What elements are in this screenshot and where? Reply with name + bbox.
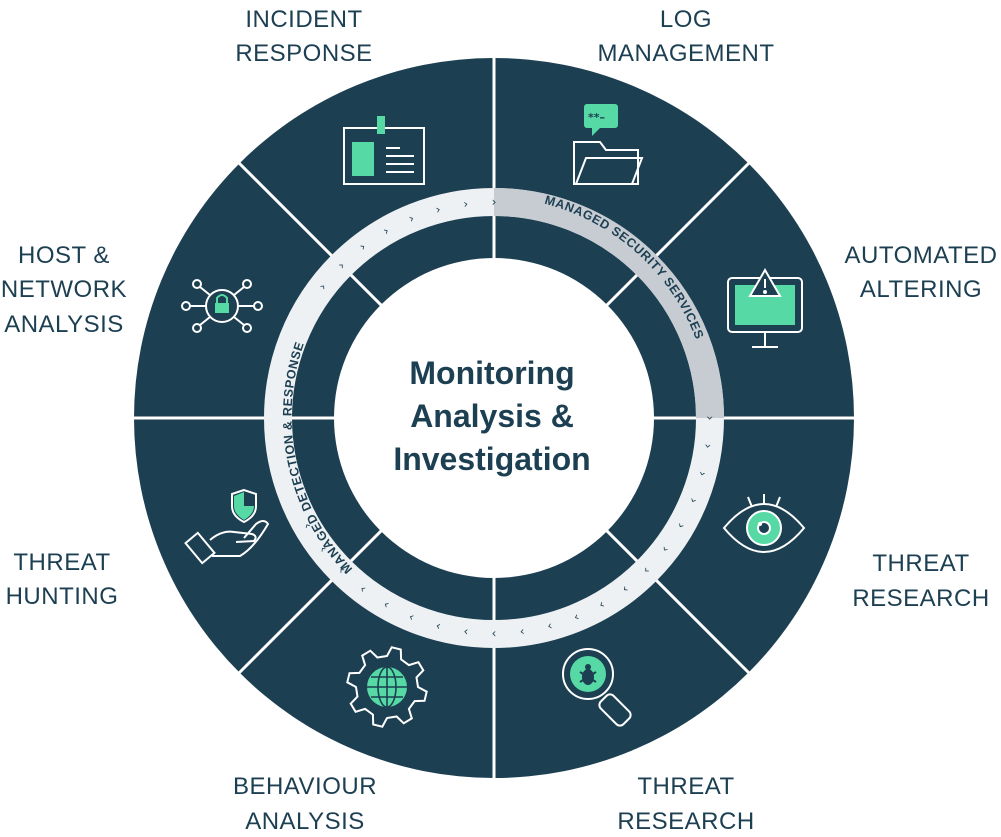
arrow-ring-highlight — [493, 188, 724, 419]
segment-label-threat-research-bottom: THREAT RESEARCH — [617, 773, 754, 835]
ring-chevron: › — [463, 197, 470, 212]
svg-text:RESPONSE: RESPONSE — [235, 40, 372, 67]
bug-magnifier-icon — [562, 648, 632, 727]
ring-chevron: › — [492, 627, 497, 641]
svg-text:THREAT: THREAT — [13, 549, 110, 576]
ring-chevron: › — [406, 211, 416, 226]
ring-chevron: › — [463, 625, 470, 640]
ring-chevron: › — [380, 224, 391, 239]
svg-text:LOG: LOG — [660, 6, 712, 33]
ring-chevron: › — [703, 416, 717, 421]
ring-chevron: › — [519, 625, 526, 640]
ring-chevron: › — [406, 610, 416, 625]
center-circle — [334, 258, 654, 578]
segment-label-host-network-analysis: HOST & NETWORK ANALYSIS — [1, 242, 127, 338]
folder-icon: **– — [573, 104, 644, 185]
ring-chevron: › — [674, 520, 689, 531]
hand-shield-icon — [184, 488, 270, 565]
ring-chevron: › — [434, 619, 442, 634]
ring-chevron: › — [546, 619, 554, 634]
segment-label-log-management: LOG MANAGEMENT — [597, 6, 774, 67]
svg-text:AUTOMATED: AUTOMATED — [845, 242, 998, 269]
segment-label-threat-hunting: THREAT HUNTING — [6, 549, 119, 610]
ring-chevron: › — [380, 598, 391, 613]
ring-chevron: › — [701, 443, 716, 450]
svg-text:**–: **– — [588, 111, 605, 124]
svg-text:BEHAVIOUR: BEHAVIOUR — [233, 773, 377, 800]
svg-text:THREAT: THREAT — [872, 550, 969, 577]
gear-globe-icon — [346, 646, 428, 728]
center-title-line2: Analysis & — [410, 398, 574, 434]
ring-chevron: › — [695, 470, 710, 478]
svg-text:MANAGEMENT: MANAGEMENT — [597, 40, 774, 67]
segment-label-threat-research-right: THREAT RESEARCH — [852, 550, 989, 612]
svg-text:HUNTING: HUNTING — [6, 583, 119, 610]
center-title-line1: Monitoring — [409, 355, 574, 391]
segment-label-behaviour-analysis: BEHAVIOUR ANALYSIS — [233, 773, 377, 835]
monitor-alert-icon — [727, 267, 803, 348]
svg-text:ANALYSIS: ANALYSIS — [245, 808, 365, 835]
ring-chevron: › — [300, 520, 315, 531]
center-title-line3: Investigation — [393, 441, 590, 477]
svg-text:INCIDENT: INCIDENT — [245, 6, 362, 33]
id-badge-icon — [343, 116, 425, 185]
svg-text:THREAT: THREAT — [637, 773, 734, 800]
eye-icon — [722, 494, 806, 553]
svg-text:RESEARCH: RESEARCH — [617, 808, 754, 835]
ring-chevron: › — [686, 496, 701, 506]
svg-text:RESEARCH: RESEARCH — [852, 585, 989, 612]
ring-chevron: › — [492, 195, 497, 209]
segment-label-incident-response: INCIDENT RESPONSE — [235, 6, 372, 67]
svg-text:HOST &: HOST & — [18, 242, 110, 269]
ring-chevron: › — [434, 202, 442, 217]
svg-text:NETWORK: NETWORK — [1, 276, 127, 303]
svg-text:ANALYSIS: ANALYSIS — [4, 311, 124, 338]
network-lock-icon — [181, 279, 263, 333]
segment-label-automated-altering: AUTOMATED ALTERING — [845, 242, 998, 303]
ring-chevron: › — [596, 598, 607, 613]
ring-chevron: › — [572, 610, 582, 625]
svg-text:ALTERING: ALTERING — [860, 276, 982, 303]
